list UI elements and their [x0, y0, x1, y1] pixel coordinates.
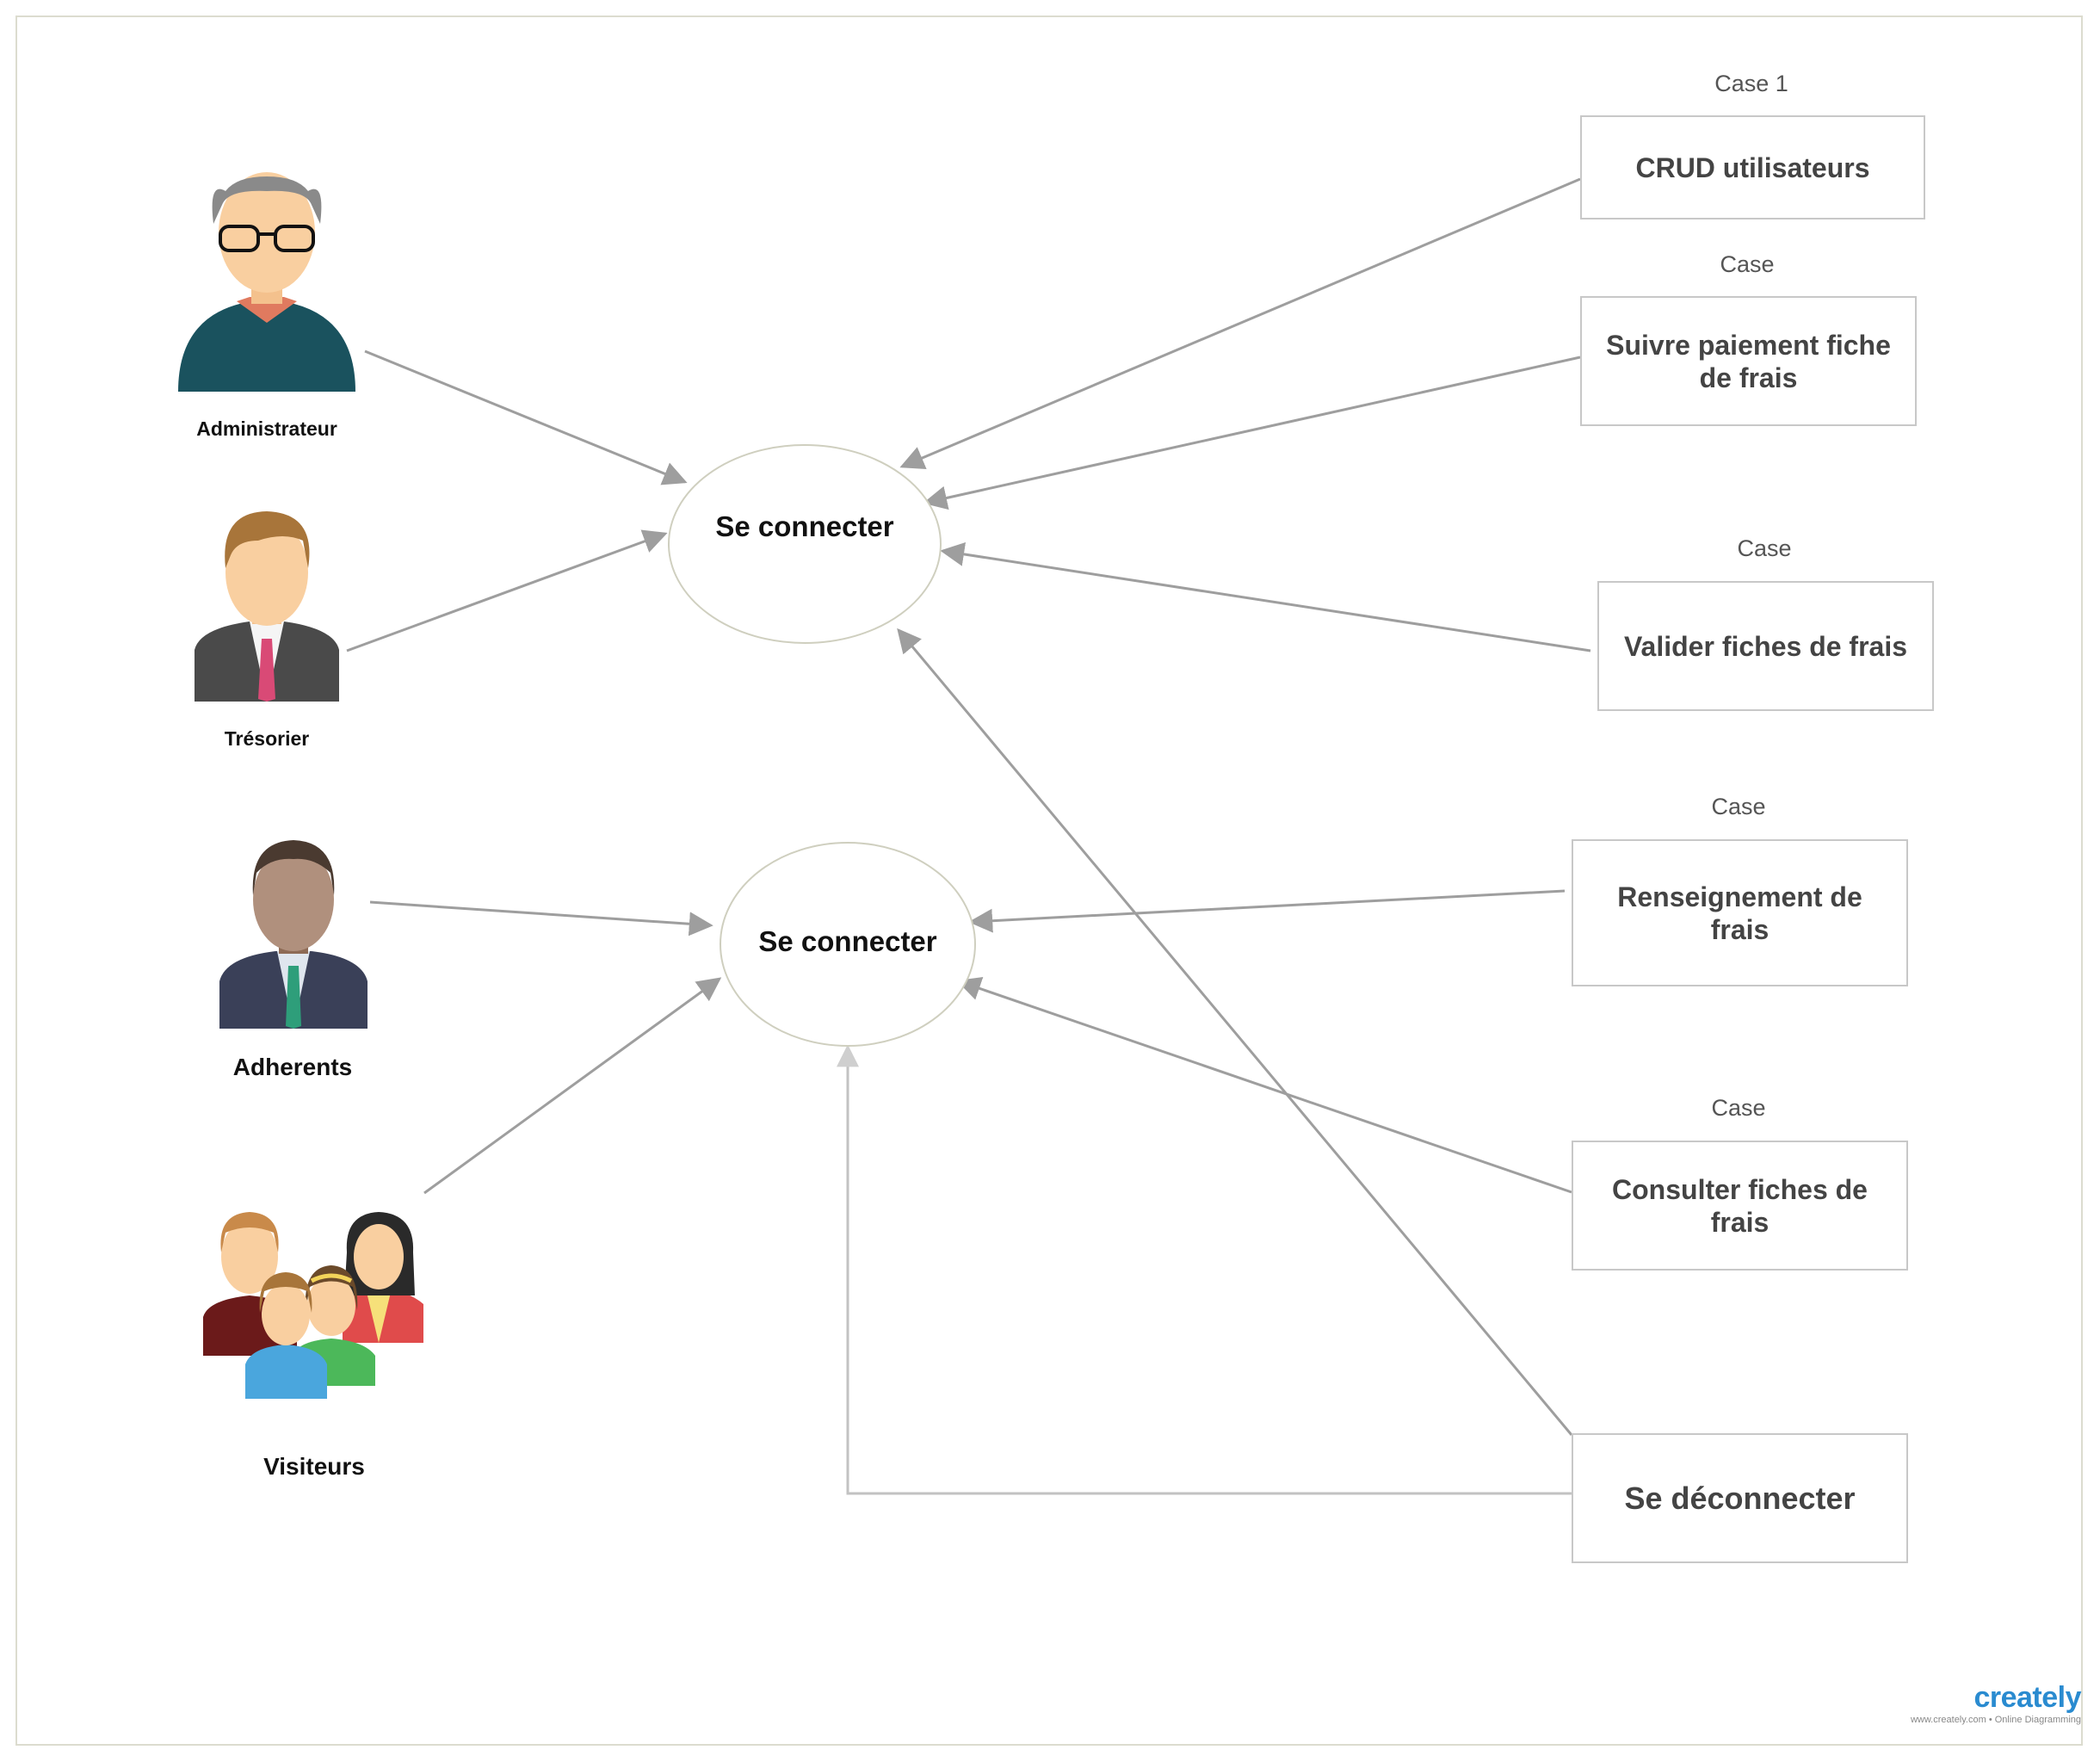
businessman-dark-icon	[219, 840, 368, 1029]
connector-consulter-connect2	[956, 976, 1572, 1194]
connector-suivre-connect1	[923, 356, 1581, 510]
connector-deconnecter-connect2	[837, 1044, 1572, 1495]
connector-crud-connect1	[899, 177, 1581, 470]
case-box-consulter-fiches[interactable]: Consulter fiches de frais	[1572, 1141, 1908, 1271]
connector-visiteurs-connect2	[423, 977, 722, 1195]
actor-label-adherents: Adherents	[232, 1054, 353, 1080]
case-caption-renseignement: Case	[1711, 794, 1766, 819]
use-case-label-2: Se connecter	[758, 925, 937, 957]
actor-label-administrateur: Administrateur	[196, 417, 337, 440]
creately-logo: creately www.creately.com • Online Diagr…	[1910, 1681, 2082, 1725]
actor-label-tresorier: Trésorier	[224, 727, 310, 750]
connector-valider-connect1	[940, 542, 1591, 652]
family-group-icon	[203, 1212, 423, 1399]
brand-name: creately	[1973, 1681, 2081, 1714]
connector-renseignement-connect2	[968, 889, 1566, 933]
case-box-suivre-paiement[interactable]: Suivre paiement fiche de frais	[1580, 296, 1917, 426]
connectors	[346, 177, 1591, 1495]
connector-adherents-connect2	[369, 900, 713, 937]
diagram-frame	[15, 15, 2083, 1746]
case-box-se-deconnecter[interactable]: Se déconnecter	[1572, 1433, 1908, 1563]
case-caption-consulter: Case	[1711, 1095, 1766, 1121]
case-box-renseignement[interactable]: Renseignement de frais	[1572, 839, 1908, 986]
case-box-valider-fiches[interactable]: Valider fiches de frais	[1597, 581, 1934, 711]
brand-tagline: www.creately.com • Online Diagramming	[1910, 1715, 2081, 1725]
connector-tresorier-connect1	[346, 529, 668, 652]
case-caption-valider: Case	[1737, 535, 1792, 561]
use-case-label-1: Se connecter	[715, 510, 894, 542]
case-box-crud-utilisateurs[interactable]: CRUD utilisateurs	[1580, 115, 1925, 220]
case-caption-suivre: Case	[1720, 251, 1775, 277]
use-case-ellipse-2[interactable]	[720, 842, 976, 1047]
actor-label-visiteurs: Visiteurs	[263, 1453, 365, 1480]
use-case-ellipse-1[interactable]	[668, 444, 942, 644]
businessman-icon	[195, 511, 339, 702]
connector-admin-connect1	[364, 349, 688, 485]
connector-deconnecter-connect1	[897, 628, 1573, 1436]
case-caption-crud: Case 1	[1714, 71, 1788, 96]
old-man-glasses-icon	[178, 172, 355, 392]
